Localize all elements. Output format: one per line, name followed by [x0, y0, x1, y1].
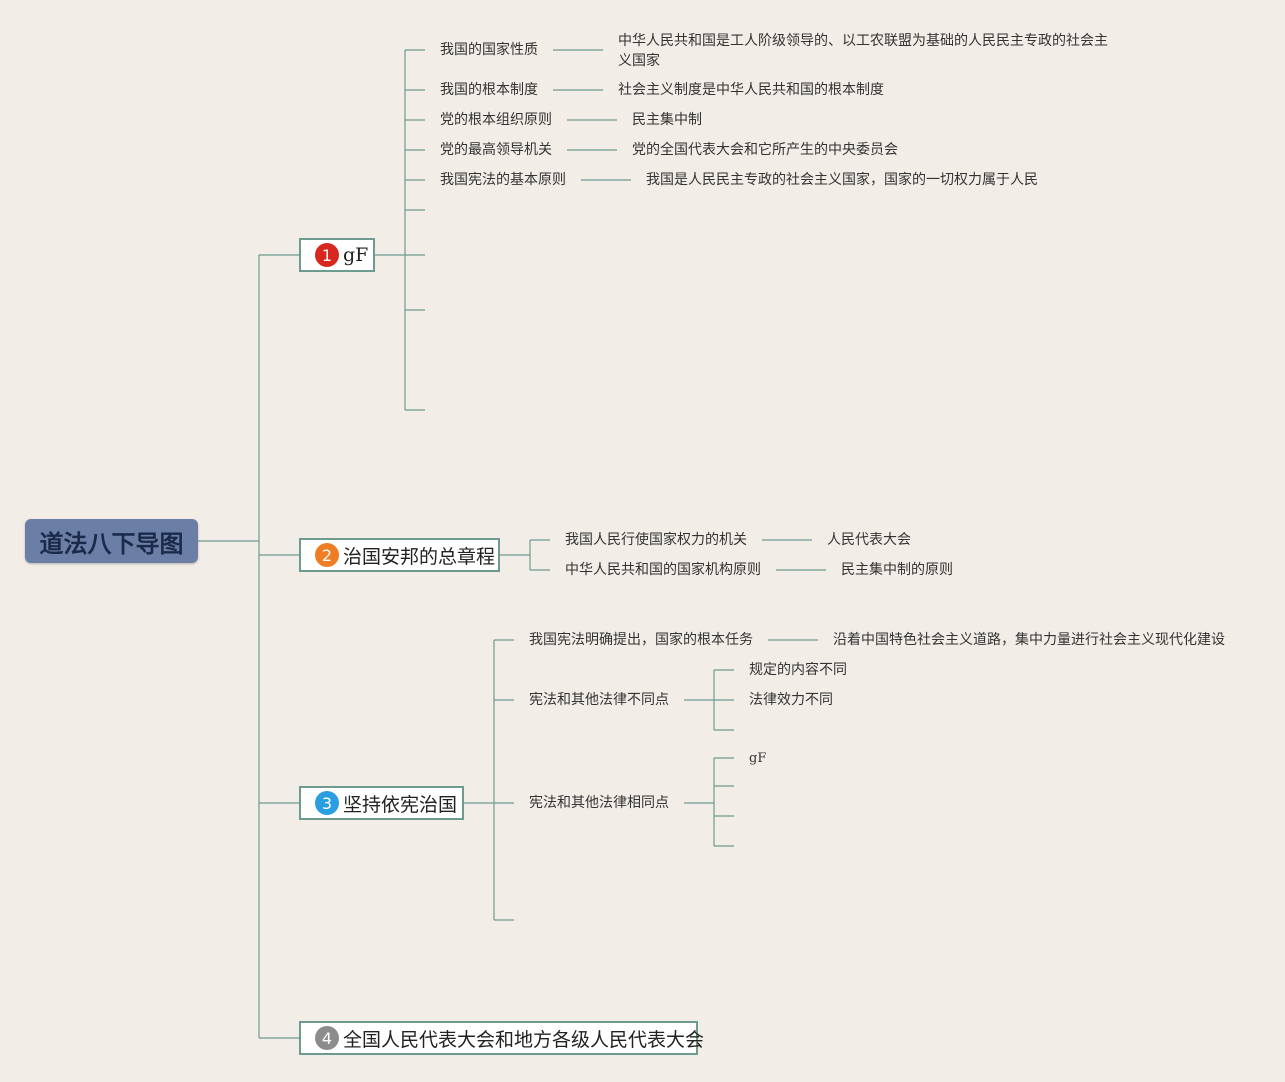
branch-1-topic[interactable]: 1 gF	[299, 238, 375, 272]
branch-2-topic[interactable]: 2 治国安邦的总章程	[299, 538, 500, 572]
branch-3-item-3-sub-1[interactable]: gF	[749, 751, 767, 766]
branch-2-item-2-label[interactable]: 中华人民共和国的国家机构原则	[565, 562, 761, 578]
branch-3-item-2-sub-1[interactable]: 规定的内容不同	[749, 662, 847, 678]
branch-3-item-2-label[interactable]: 宪法和其他法律不同点	[529, 692, 669, 708]
branch-4-topic[interactable]: 4 全国人民代表大会和地方各级人民代表大会	[299, 1021, 704, 1055]
branch-2-item-1-label[interactable]: 我国人民行使国家权力的机关	[565, 532, 747, 548]
branch-1-item-3-value[interactable]: 民主集中制	[632, 112, 702, 128]
branch-4-label: 全国人民代表大会和地方各级人民代表大会	[343, 1028, 705, 1051]
branch-1-item-3-label[interactable]: 党的根本组织原则	[440, 112, 552, 128]
branch-1-item-1-value-line1[interactable]: 中华人民共和国是工人阶级领导的、以工农联盟为基础的人民民主专政的社会主	[618, 33, 1108, 49]
root-topic[interactable]: 道法八下导图	[25, 519, 198, 563]
branch-1-item-5-value[interactable]: 我国是人民民主专政的社会主义国家，国家的一切权力属于人民	[646, 172, 1038, 188]
branch-1-item-2-label[interactable]: 我国的根本制度	[440, 82, 538, 98]
branch-1-item-5-label[interactable]: 我国宪法的基本原则	[440, 172, 566, 188]
branch-3-topic[interactable]: 3 坚持依宪治国	[299, 786, 464, 820]
branch-1-item-4-label[interactable]: 党的最高领导机关	[440, 142, 552, 158]
branch-3-item-3-label[interactable]: 宪法和其他法律相同点	[529, 795, 669, 811]
branch-2-item-2-value[interactable]: 民主集中制的原则	[841, 562, 953, 578]
number-4-badge-icon: 4	[315, 1026, 339, 1050]
branch-3-item-2-sub-2[interactable]: 法律效力不同	[749, 692, 833, 708]
branch-1-item-1-label[interactable]: 我国的国家性质	[440, 42, 538, 58]
branch-1-item-4-value[interactable]: 党的全国代表大会和它所产生的中央委员会	[632, 142, 898, 158]
branch-1-label: gF	[343, 244, 369, 266]
branch-3-item-1-label[interactable]: 我国宪法明确提出，国家的根本任务	[529, 632, 753, 648]
branch-1-item-1-value-line2[interactable]: 义国家	[618, 53, 660, 69]
number-3-badge-icon: 3	[315, 791, 339, 815]
number-2-badge-icon: 2	[315, 543, 339, 567]
branch-2-item-1-value[interactable]: 人民代表大会	[827, 532, 911, 548]
branch-1-item-2-value[interactable]: 社会主义制度是中华人民共和国的根本制度	[618, 82, 884, 98]
number-1-badge-icon: 1	[315, 243, 339, 267]
branch-3-label: 坚持依宪治国	[343, 793, 458, 816]
branch-3-item-1-value[interactable]: 沿着中国特色社会主义道路，集中力量进行社会主义现代化建设	[833, 632, 1225, 648]
branch-2-label: 治国安邦的总章程	[343, 545, 496, 568]
